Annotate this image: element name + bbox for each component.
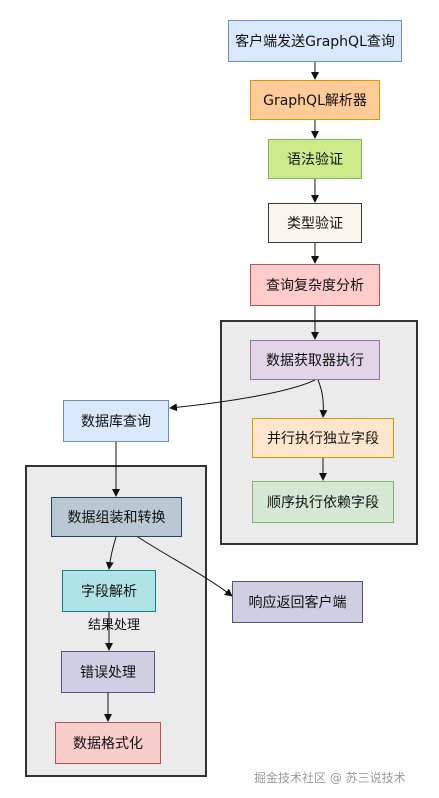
type-validation-node: 类型验证: [268, 203, 362, 243]
error-handling-node: 错误处理: [61, 651, 155, 693]
respond-client-node: 响应返回客户端: [232, 581, 363, 623]
data-fetcher-execution-node: 数据获取器执行: [250, 340, 380, 380]
complexity-analysis-node: 查询复杂度分析: [250, 264, 380, 306]
database-query-node: 数据库查询: [63, 400, 169, 442]
result-processing-label: 结果处理: [88, 618, 141, 633]
watermark: 掘金技术社区 @ 苏三说技术: [254, 771, 406, 785]
field-resolution-node: 字段解析: [62, 570, 156, 612]
parallel-fields-node: 并行执行独立字段: [252, 418, 394, 458]
sequential-fields-node: 顺序执行依赖字段: [252, 481, 394, 523]
graphql-parser-node: GraphQL解析器: [250, 80, 380, 120]
client-send-query-node: 客户端发送GraphQL查询: [228, 20, 402, 62]
syntax-validation-node: 语法验证: [268, 139, 362, 179]
data-formatting-node: 数据格式化: [55, 722, 161, 764]
assemble-transform-node: 数据组装和转换: [51, 497, 182, 537]
